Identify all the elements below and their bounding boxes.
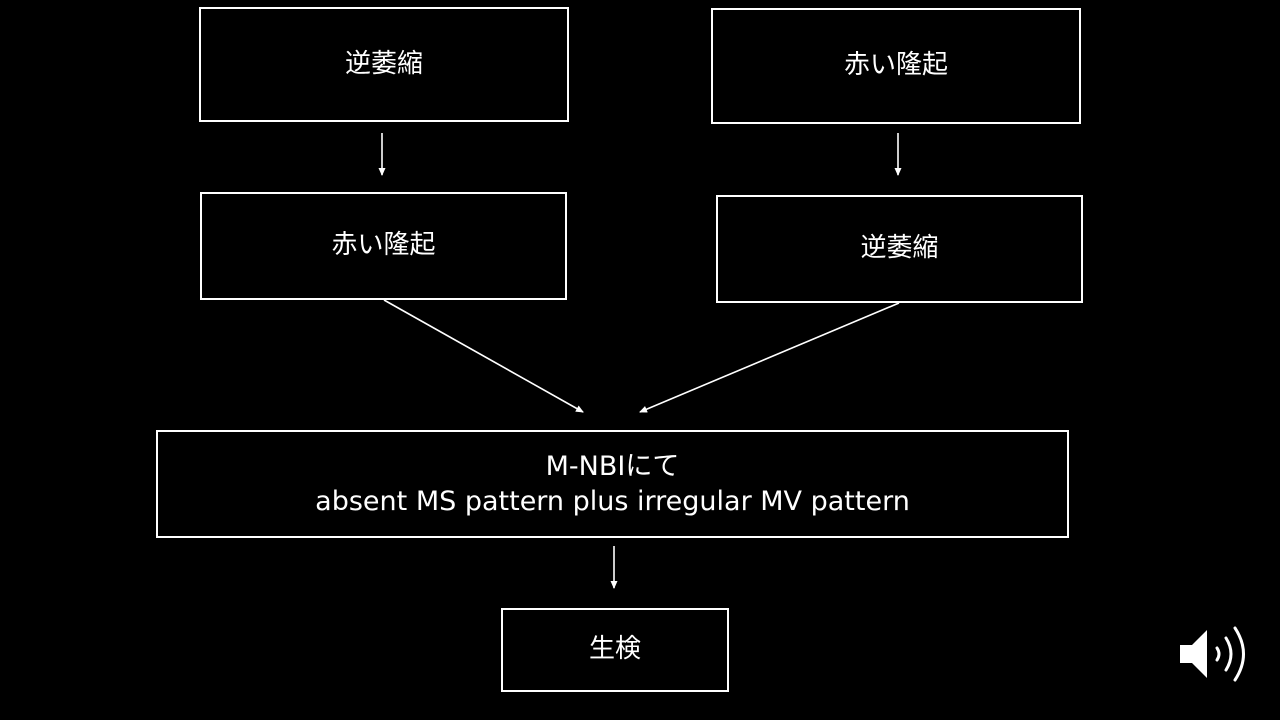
arrow-left-middle-to-merge [383, 299, 584, 413]
box-right-top: 赤い隆起 [711, 8, 1081, 124]
box-left-middle-label: 赤い隆起 [331, 230, 436, 261]
speaker-body [1180, 630, 1207, 678]
speaker-icon[interactable] [1176, 624, 1252, 684]
box-bottom: 生検 [501, 608, 729, 692]
arrow-right-middle-to-merge [639, 302, 900, 413]
box-merge: M-NBIにて absent MS pattern plus irregular… [156, 430, 1069, 538]
sound-wave-medium [1224, 636, 1233, 672]
box-merge-line2: absent MS pattern plus irregular MV patt… [315, 486, 910, 517]
sound-wave-small [1215, 646, 1221, 662]
box-left-top-label: 逆萎縮 [344, 48, 423, 79]
box-bottom-label: 生検 [588, 634, 641, 665]
box-right-middle-label: 逆萎縮 [860, 233, 939, 264]
box-left-top: 逆萎縮 [199, 7, 569, 122]
sound-wave-large [1233, 626, 1245, 682]
box-right-middle: 逆萎縮 [716, 195, 1083, 303]
box-right-top-label: 赤い隆起 [843, 50, 948, 81]
box-merge-line1: M-NBIにて [545, 450, 680, 482]
box-left-middle: 赤い隆起 [200, 192, 567, 300]
